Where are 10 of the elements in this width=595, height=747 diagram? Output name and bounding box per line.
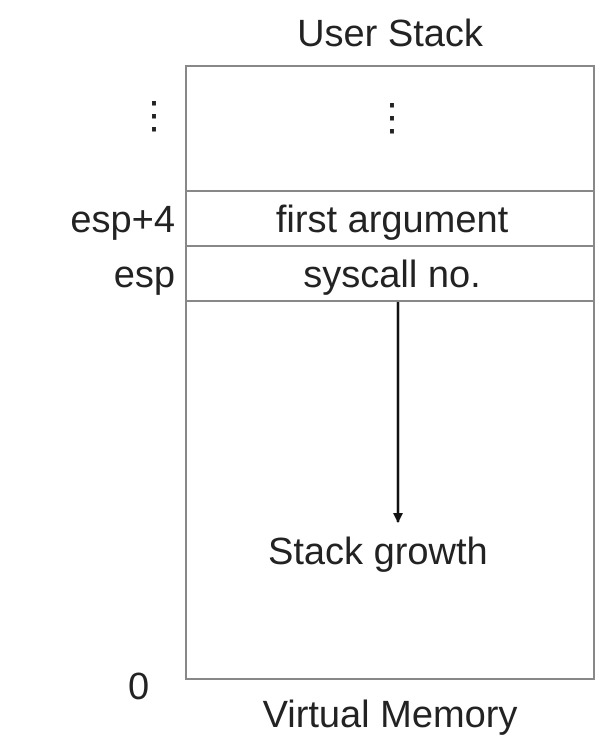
cell-text: ⋮ (372, 99, 412, 137)
cell-text: first argument (274, 200, 510, 238)
caption-text: Virtual Memory (262, 696, 518, 734)
address-label: 0 (128, 668, 150, 706)
ellipsis-text: ⋮ (135, 97, 173, 135)
address-label: esp+4 (70, 200, 175, 238)
address-label: esp (114, 256, 175, 294)
title-text: User Stack (297, 15, 483, 53)
cell-text: syscall no. (302, 256, 482, 294)
direction-label: Stack growth (268, 533, 488, 571)
